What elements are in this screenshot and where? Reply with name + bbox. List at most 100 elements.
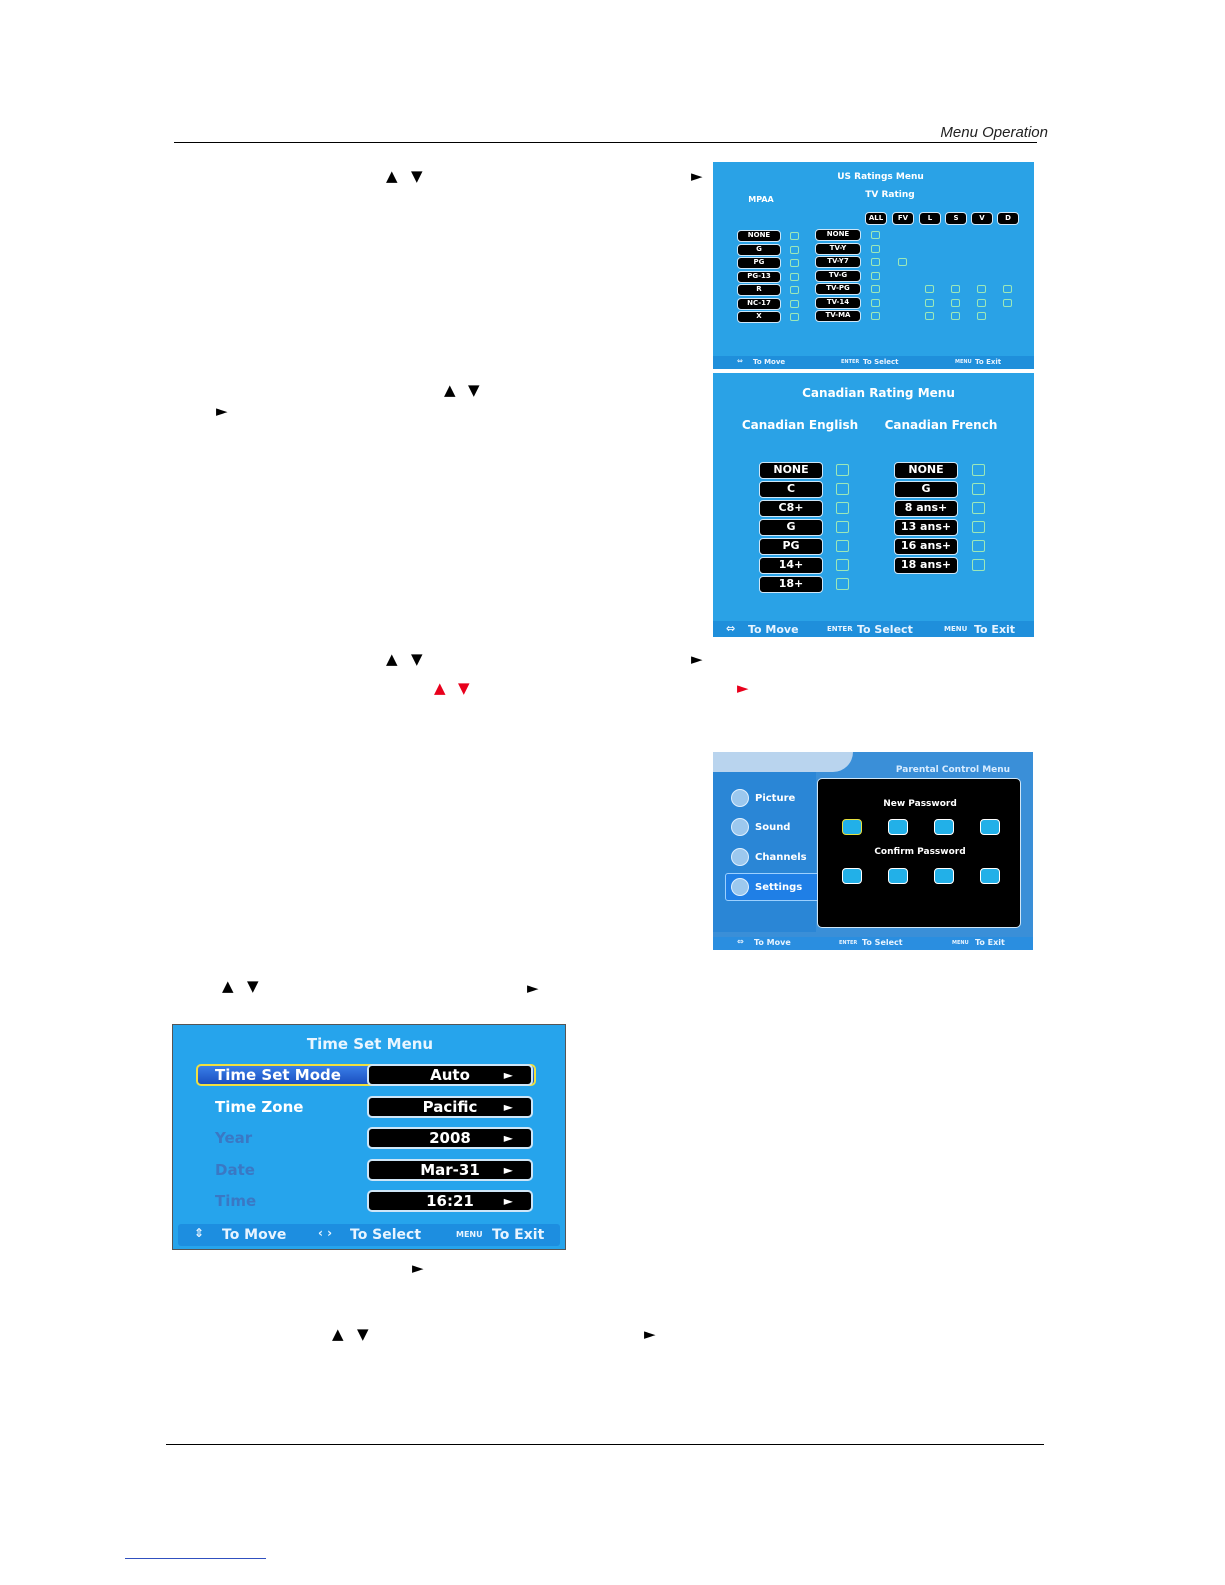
tv-checkbox[interactable]	[871, 231, 880, 239]
tv-item-tv-ma[interactable]: TV-MA	[815, 310, 861, 322]
english-item-14[interactable]: 14+	[759, 557, 823, 574]
tv-checkbox[interactable]	[871, 299, 880, 307]
top-tab-shape	[713, 752, 853, 772]
tv-checkbox[interactable]	[1003, 285, 1012, 293]
english-item-18[interactable]: 18+	[759, 576, 823, 593]
french-item-18[interactable]: 18 ans+	[894, 557, 958, 574]
sidebar-panel	[713, 770, 816, 932]
tv-checkbox[interactable]	[925, 312, 934, 320]
mpaa-item-r[interactable]: R	[737, 284, 781, 296]
french-checkbox[interactable]	[972, 464, 985, 476]
english-checkbox[interactable]	[836, 464, 849, 476]
english-checkbox[interactable]	[836, 521, 849, 533]
confirm-password-digit-1[interactable]	[842, 868, 862, 884]
tv-item-tv-y[interactable]: TV-Y	[815, 243, 861, 255]
tv-checkbox[interactable]	[898, 258, 907, 266]
french-checkbox[interactable]	[972, 502, 985, 514]
new-password-digit-4[interactable]	[980, 819, 1000, 835]
footer-link-underline	[125, 1558, 266, 1559]
tv-checkbox[interactable]	[951, 285, 960, 293]
right-arrow-icon: ►	[691, 167, 703, 185]
tv-column-l[interactable]: L	[919, 212, 941, 225]
mpaa-checkbox[interactable]	[790, 232, 799, 240]
mpaa-item-nc17[interactable]: NC-17	[737, 298, 781, 310]
english-checkbox[interactable]	[836, 578, 849, 590]
time-zone-value[interactable]: Pacific ►	[367, 1096, 533, 1118]
confirm-password-digit-4[interactable]	[980, 868, 1000, 884]
tv-item-tv-pg[interactable]: TV-PG	[815, 283, 861, 295]
tv-checkbox[interactable]	[1003, 299, 1012, 307]
tv-checkbox[interactable]	[951, 312, 960, 320]
sidebar-item-picture[interactable]: Picture	[731, 789, 813, 809]
date-value[interactable]: Mar-31 ►	[367, 1159, 533, 1181]
time-value[interactable]: 16:21 ►	[367, 1190, 533, 1212]
confirm-password-digit-3[interactable]	[934, 868, 954, 884]
english-item-pg[interactable]: PG	[759, 538, 823, 555]
french-checkbox[interactable]	[972, 540, 985, 552]
tv-checkbox[interactable]	[871, 312, 880, 320]
tv-column-s[interactable]: S	[945, 212, 967, 225]
tv-item-tv-y7[interactable]: TV-Y7	[815, 256, 861, 268]
mpaa-item-pg13[interactable]: PG-13	[737, 271, 781, 283]
tv-checkbox[interactable]	[871, 258, 880, 266]
time-set-footer: ⇕ To Move ‹ › To Select MENU To Exit	[178, 1224, 560, 1246]
french-item-8[interactable]: 8 ans+	[894, 500, 958, 517]
tv-checkbox[interactable]	[925, 299, 934, 307]
french-checkbox[interactable]	[972, 521, 985, 533]
time-set-mode-value[interactable]: Auto ►	[367, 1064, 533, 1086]
down-arrow-icon: ▼	[411, 650, 423, 668]
sidebar-item-settings[interactable]: Settings	[731, 878, 831, 898]
mpaa-checkbox[interactable]	[790, 286, 799, 294]
mpaa-checkbox[interactable]	[790, 259, 799, 267]
english-item-none[interactable]: NONE	[759, 462, 823, 479]
mpaa-item-x[interactable]: X	[737, 311, 781, 323]
tv-column-all[interactable]: ALL	[865, 212, 887, 225]
tv-item-tv-14[interactable]: TV-14	[815, 297, 861, 309]
tv-checkbox[interactable]	[977, 299, 986, 307]
move-hint: To Move	[748, 623, 799, 636]
new-password-digit-3[interactable]	[934, 819, 954, 835]
right-arrow-icon: ►	[503, 1194, 513, 1208]
tv-checkbox[interactable]	[977, 312, 986, 320]
new-password-digit-1[interactable]	[842, 819, 862, 835]
tv-item-tv-g[interactable]: TV-G	[815, 270, 861, 282]
english-item-c8[interactable]: C8+	[759, 500, 823, 517]
mpaa-checkbox[interactable]	[790, 273, 799, 281]
header-rule	[174, 142, 1037, 143]
mpaa-checkbox[interactable]	[790, 313, 799, 321]
tv-item-none[interactable]: NONE	[815, 229, 861, 241]
sidebar-item-channels[interactable]: Channels	[731, 848, 813, 868]
french-item-g[interactable]: G	[894, 481, 958, 498]
mpaa-item-g[interactable]: G	[737, 244, 781, 256]
english-checkbox[interactable]	[836, 559, 849, 571]
tv-column-d[interactable]: D	[997, 212, 1019, 225]
sidebar-item-sound[interactable]: Sound	[731, 818, 813, 838]
confirm-password-digit-2[interactable]	[888, 868, 908, 884]
french-item-13[interactable]: 13 ans+	[894, 519, 958, 536]
right-arrow-icon: ►	[216, 402, 228, 420]
english-checkbox[interactable]	[836, 502, 849, 514]
mpaa-checkbox[interactable]	[790, 246, 799, 254]
english-checkbox[interactable]	[836, 483, 849, 495]
mpaa-checkbox[interactable]	[790, 300, 799, 308]
year-value[interactable]: 2008 ►	[367, 1127, 533, 1149]
french-item-16[interactable]: 16 ans+	[894, 538, 958, 555]
tv-checkbox[interactable]	[871, 272, 880, 280]
english-item-c[interactable]: C	[759, 481, 823, 498]
tv-checkbox[interactable]	[871, 245, 880, 253]
tv-checkbox[interactable]	[925, 285, 934, 293]
tv-column-fv[interactable]: FV	[892, 212, 914, 225]
french-checkbox[interactable]	[972, 559, 985, 571]
tv-checkbox[interactable]	[951, 299, 960, 307]
new-password-digit-2[interactable]	[888, 819, 908, 835]
tv-column-v[interactable]: V	[971, 212, 993, 225]
mpaa-item-none[interactable]: NONE	[737, 230, 781, 242]
mpaa-item-pg[interactable]: PG	[737, 257, 781, 269]
french-checkbox[interactable]	[972, 483, 985, 495]
french-item-none[interactable]: NONE	[894, 462, 958, 479]
tv-checkbox[interactable]	[977, 285, 986, 293]
english-checkbox[interactable]	[836, 540, 849, 552]
left-right-icon: ‹ ›	[318, 1226, 333, 1240]
tv-checkbox[interactable]	[871, 285, 880, 293]
english-item-g[interactable]: G	[759, 519, 823, 536]
